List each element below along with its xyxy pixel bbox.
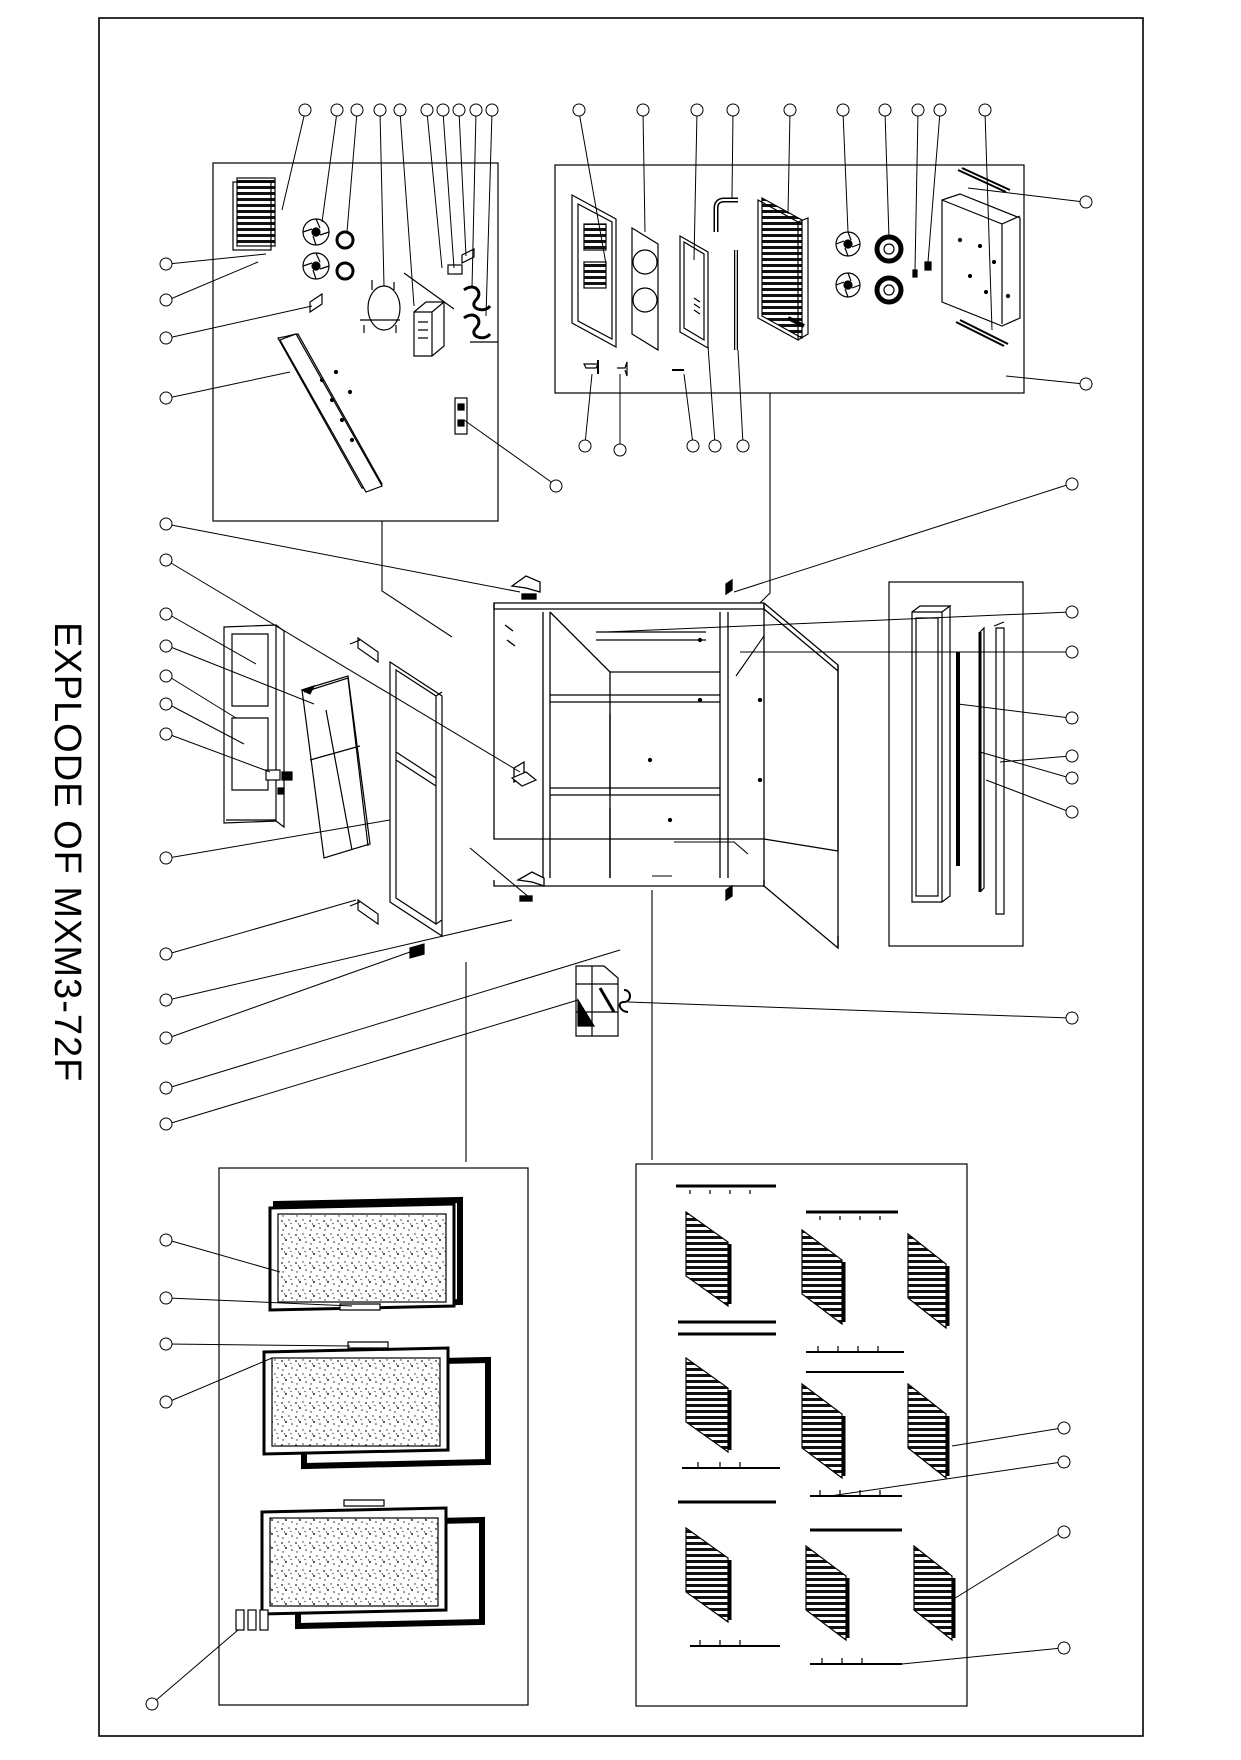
leveling-feet	[235, 1609, 269, 1631]
valve	[617, 361, 628, 377]
fan-shroud	[631, 226, 659, 352]
thermostat-clip	[924, 261, 932, 271]
mounting-bracket	[309, 292, 323, 314]
relay	[447, 264, 463, 275]
shelves-box	[635, 1163, 968, 1707]
drawing-title-text: EXPLODE OF MXM3-72F	[46, 622, 88, 1083]
condensing-unit-box	[212, 162, 499, 522]
shelf-column-b	[801, 1210, 904, 1665]
pan-3	[260, 1499, 485, 1630]
mounting-rail-top	[957, 167, 1011, 193]
sheet-border	[98, 17, 1144, 1737]
leader-line	[381, 521, 453, 638]
leader-line	[674, 635, 765, 855]
evaporator-box	[554, 164, 1025, 394]
louver-panel	[571, 193, 617, 349]
condenser-coil	[232, 177, 276, 251]
drain-elbow	[713, 197, 738, 232]
screw	[583, 363, 599, 369]
evaporator-coil	[757, 196, 809, 342]
pans-box	[218, 1167, 529, 1706]
capacitor-plate	[461, 248, 475, 264]
sensor-clip	[912, 269, 918, 278]
evaporator-fan-blades	[835, 231, 861, 298]
shelf-column-a	[676, 1184, 780, 1647]
shelf-column-c	[907, 1232, 956, 1642]
evaporator-housing	[941, 193, 1021, 327]
condenser-fan-blades	[302, 218, 330, 280]
drier-coil	[463, 313, 492, 340]
evaporator-fan-motors	[874, 234, 904, 305]
callouts	[145, 103, 1093, 1711]
pan-1	[268, 1196, 463, 1312]
frame-rails-box	[888, 581, 1024, 947]
cabinet-body	[493, 575, 839, 950]
bracket	[403, 272, 455, 310]
fan-motors	[335, 230, 355, 281]
mounting-rail-bottom	[955, 319, 1009, 347]
leader-line	[749, 393, 771, 614]
condensing-unit	[575, 965, 631, 1037]
grommet-strip	[454, 397, 468, 435]
pan-2	[262, 1341, 491, 1470]
compressor	[360, 280, 401, 333]
control-box	[413, 301, 445, 357]
door-assembly	[223, 624, 538, 959]
